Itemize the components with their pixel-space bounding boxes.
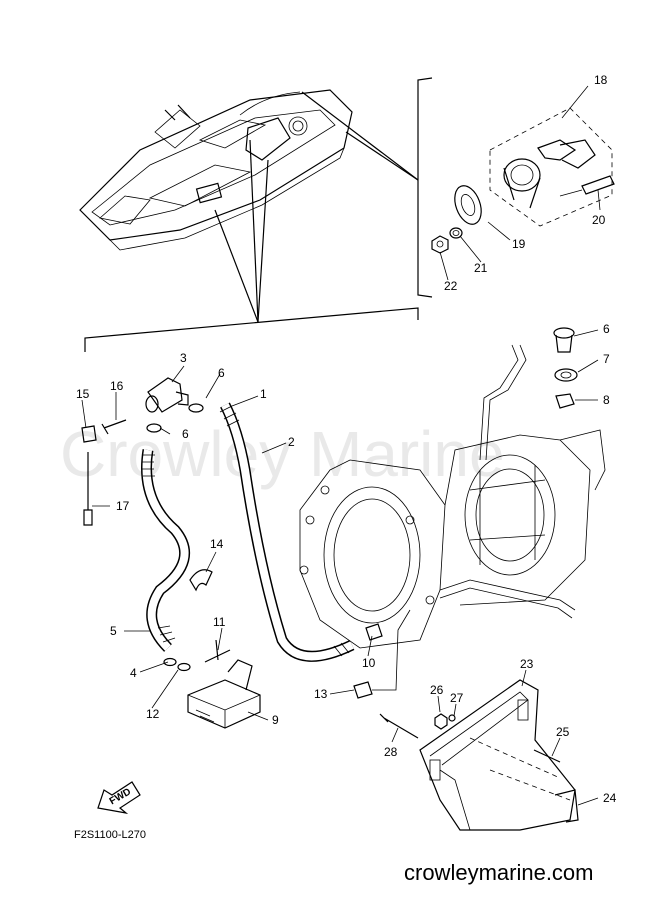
fwd-label: FWD: [108, 786, 133, 807]
detail-bracket: [84, 307, 419, 352]
callout-22: 21: [474, 261, 488, 275]
cover-assembly: [379, 679, 579, 831]
forward-arrow-icon: FWD: [97, 781, 141, 814]
callout-11: 10: [362, 656, 376, 670]
watercraft-overview: [79, 89, 353, 251]
callout-14: 13: [314, 687, 328, 701]
leader-line: [214, 209, 259, 323]
callout-21: 20: [592, 213, 606, 227]
watermark: Crowley Marine: [60, 418, 505, 490]
website-label: crowleymarine.com: [404, 860, 594, 885]
jet-pump-housing: [299, 344, 606, 691]
callout-16: 15: [76, 387, 90, 401]
callout-12: 11: [213, 615, 226, 629]
callout-29: 28: [384, 745, 398, 759]
leader-line: [249, 139, 259, 323]
callout-19: 18: [594, 73, 608, 87]
callout-9: 8: [603, 393, 610, 407]
callout-20: 19: [512, 237, 526, 251]
callout-13: 12: [146, 707, 160, 721]
callout-23: 22: [444, 279, 458, 293]
callout-24: 23: [520, 657, 534, 671]
diagram-code: F2S1100-L270: [74, 829, 146, 841]
leader-line: [257, 159, 269, 323]
callout-18: 17: [116, 499, 130, 513]
detail-bracket: [417, 77, 433, 298]
callout-17: 16: [110, 379, 124, 393]
callout-3: 3: [180, 351, 187, 365]
hose-assembly: [81, 377, 383, 729]
callout-28: 27: [450, 691, 464, 705]
callout-27: 26: [430, 683, 444, 697]
callout-5: 5: [110, 624, 117, 638]
callout-leaders: [81, 85, 601, 806]
callout-7: 6: [603, 322, 610, 336]
callout-6-lower: 6: [182, 427, 189, 441]
callout-25: 24: [603, 791, 617, 805]
leader-line: [345, 131, 419, 181]
callout-1: 1: [260, 387, 267, 401]
callout-2: 2: [288, 435, 295, 449]
callout-10: 9: [272, 713, 279, 727]
leader-line: [301, 91, 419, 181]
callout-26: 25: [556, 725, 570, 739]
drain-plug-parts: [553, 327, 578, 409]
callout-8: 7: [603, 352, 610, 366]
callout-4: 4: [130, 666, 137, 680]
fitting-detail-inset: [431, 107, 615, 254]
callout-6-upper: 6: [218, 366, 225, 380]
callout-labels: 18 19 20 21 22 6 7 8 1 2 3 15 16 6 6 17 …: [76, 73, 617, 805]
callout-15: 14: [210, 537, 224, 551]
